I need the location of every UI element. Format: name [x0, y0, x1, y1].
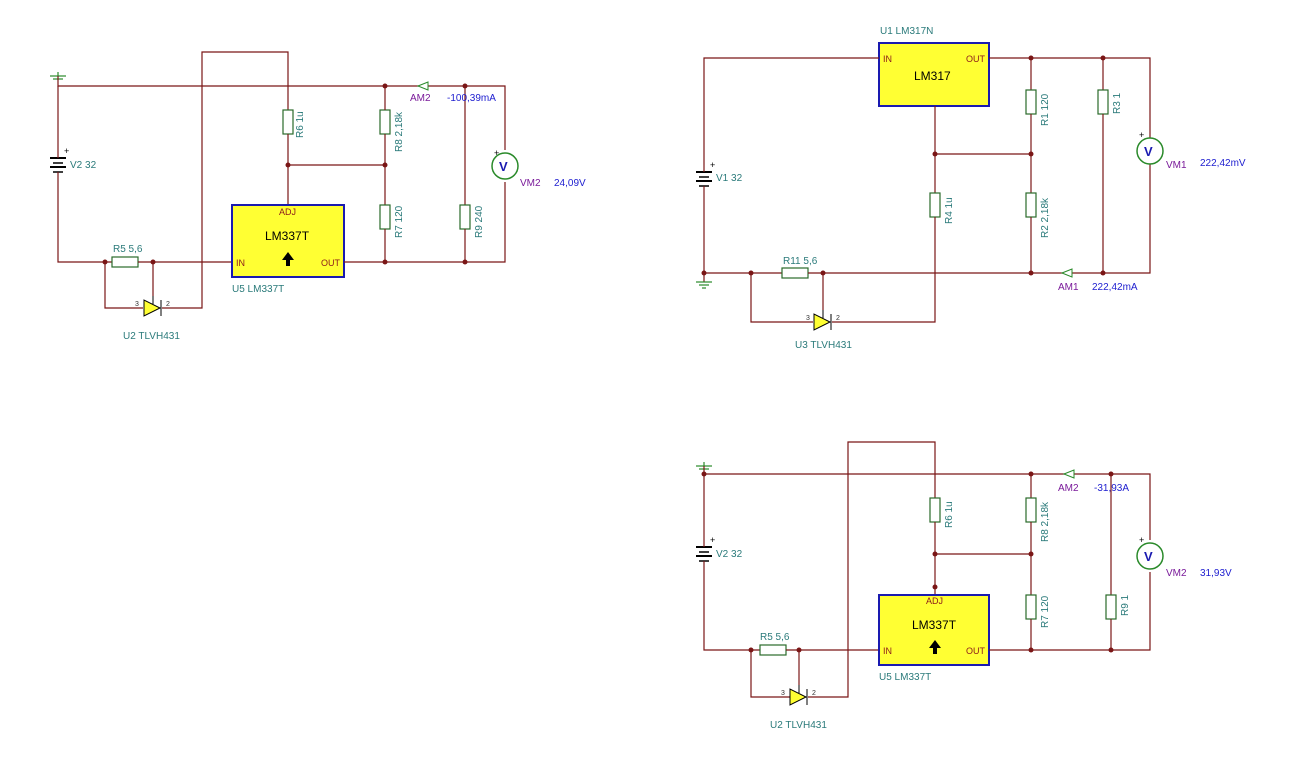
- battery-v2[interactable]: +: [50, 146, 69, 173]
- label-u5: U5 LM337T: [232, 284, 284, 295]
- chip-name: LM317: [914, 69, 951, 83]
- circuit-b: U1 LM317N IN OUT LM317 + V1 32 R11 5,6 3…: [696, 26, 1246, 351]
- label-r4: R4 1u: [944, 197, 955, 224]
- value-vm1: 222,42mV: [1200, 158, 1246, 169]
- resistor-r8[interactable]: [379, 109, 391, 135]
- value-vm2: 24,09V: [554, 178, 586, 189]
- chip-logo-icon: [282, 252, 294, 266]
- label-v2: V2 32: [70, 160, 97, 171]
- resistor-r5[interactable]: [111, 256, 139, 268]
- circuit-c: + V2 32 R5 5,6 3 2 U2 TLVH431 R6 1u R8 2…: [696, 441, 1232, 731]
- voltmeter-vm2[interactable]: V +: [491, 148, 519, 180]
- label-am2: AM2: [1058, 483, 1079, 494]
- regulator-u5[interactable]: ADJ IN OUT LM337T: [231, 204, 345, 278]
- label-r9: R9 1: [1120, 594, 1131, 616]
- pin-out: OUT: [966, 646, 986, 656]
- label-am1: AM1: [1058, 282, 1079, 293]
- voltmeter-vm2[interactable]: V +: [1136, 535, 1164, 570]
- label-u5: U5 LM337T: [879, 672, 931, 683]
- battery-plus: +: [64, 146, 69, 156]
- meter-plus: +: [494, 148, 499, 158]
- pin3-label: 3: [806, 315, 810, 322]
- battery-plus: +: [710, 535, 715, 545]
- chip-name: LM337T: [265, 229, 310, 243]
- regulator-u1[interactable]: IN OUT LM317: [878, 42, 990, 107]
- voltmeter-symbol: V: [499, 159, 508, 174]
- battery-v2[interactable]: +: [696, 535, 715, 562]
- pin2-label: 2: [836, 315, 840, 322]
- resistor-r7[interactable]: [379, 204, 391, 230]
- label-vm2: VM2: [520, 178, 541, 189]
- pin-in: IN: [883, 646, 892, 656]
- resistor-r9[interactable]: [459, 204, 471, 230]
- label-r1: R1 120: [1040, 93, 1051, 126]
- resistor-r5[interactable]: [759, 644, 787, 656]
- label-r11: R11 5,6: [783, 256, 818, 267]
- resistor-r1[interactable]: [1025, 89, 1037, 115]
- regulator-u5[interactable]: ADJ IN OUT LM337T: [878, 594, 990, 666]
- label-r6: R6 1u: [944, 501, 955, 528]
- chip-name: LM337T: [912, 618, 957, 632]
- pin3-label: 3: [135, 301, 139, 308]
- label-r7: R7 120: [394, 205, 405, 238]
- meter-plus: +: [1139, 130, 1144, 140]
- label-vm2: VM2: [1166, 568, 1187, 579]
- resistor-r9[interactable]: [1105, 594, 1117, 620]
- label-v2: V2 32: [716, 549, 743, 560]
- label-u3: U3 TLVH431: [795, 340, 852, 351]
- resistor-r6[interactable]: [929, 497, 941, 523]
- value-am2: -31,93A: [1094, 483, 1129, 494]
- pin3-label: 3: [781, 690, 785, 697]
- meter-plus: +: [1139, 535, 1144, 545]
- label-u2: U2 TLVH431: [770, 720, 827, 731]
- value-am2: -100,39mA: [447, 93, 496, 104]
- resistor-r6[interactable]: [282, 109, 294, 135]
- battery-v1[interactable]: +: [696, 160, 715, 187]
- voltmeter-symbol: V: [1144, 549, 1153, 564]
- label-v1: V1 32: [716, 173, 743, 184]
- shunt-regulator-u3[interactable]: 3 2: [806, 310, 840, 331]
- resistor-r3[interactable]: [1097, 89, 1109, 115]
- value-vm2: 31,93V: [1200, 568, 1232, 579]
- label-r8: R8 2,18k: [1040, 501, 1051, 542]
- label-r5: R5 5,6: [760, 632, 790, 643]
- pin-in: IN: [883, 54, 892, 64]
- value-am1: 222,42mA: [1092, 282, 1138, 293]
- label-r9: R9 240: [474, 205, 485, 238]
- pin2-label: 2: [166, 301, 170, 308]
- ground-icon: [696, 281, 712, 289]
- label-r7: R7 120: [1040, 595, 1051, 628]
- chip-logo-icon: [929, 640, 941, 654]
- resistor-r7[interactable]: [1025, 594, 1037, 620]
- circuit-a: + V2 32 R5 5,6 3 2 U2 TLVH431 R6 1u R8 2…: [50, 51, 586, 342]
- shunt-regulator-u2[interactable]: 3 2: [135, 296, 170, 317]
- label-am2: AM2: [410, 93, 431, 104]
- resistor-r8[interactable]: [1025, 497, 1037, 523]
- label-r3: R3 1: [1112, 92, 1123, 114]
- label-vm1: VM1: [1166, 160, 1187, 171]
- shunt-regulator-u2[interactable]: 3 2: [781, 685, 816, 706]
- ammeter-am2[interactable]: [416, 81, 429, 91]
- pin-out: OUT: [966, 54, 986, 64]
- voltmeter-vm1[interactable]: V +: [1136, 130, 1164, 165]
- pin-adj: ADJ: [926, 596, 943, 606]
- label-u2: U2 TLVH431: [123, 331, 180, 342]
- resistor-r4[interactable]: [929, 192, 941, 218]
- voltmeter-symbol: V: [1144, 144, 1153, 159]
- pin-adj: ADJ: [279, 207, 296, 217]
- label-r8: R8 2,18k: [394, 111, 405, 152]
- pin2-label: 2: [812, 690, 816, 697]
- battery-plus: +: [710, 160, 715, 170]
- ammeter-am1[interactable]: [1060, 268, 1073, 278]
- ammeter-am2[interactable]: [1062, 469, 1075, 479]
- resistor-r11[interactable]: [781, 267, 809, 279]
- label-r5: R5 5,6: [113, 244, 143, 255]
- pin-out: OUT: [321, 258, 341, 268]
- label-r2: R2 2,18k: [1040, 197, 1051, 238]
- resistor-r2[interactable]: [1025, 192, 1037, 218]
- pin-in: IN: [236, 258, 245, 268]
- label-r6: R6 1u: [295, 111, 306, 138]
- label-u1: U1 LM317N: [880, 26, 933, 37]
